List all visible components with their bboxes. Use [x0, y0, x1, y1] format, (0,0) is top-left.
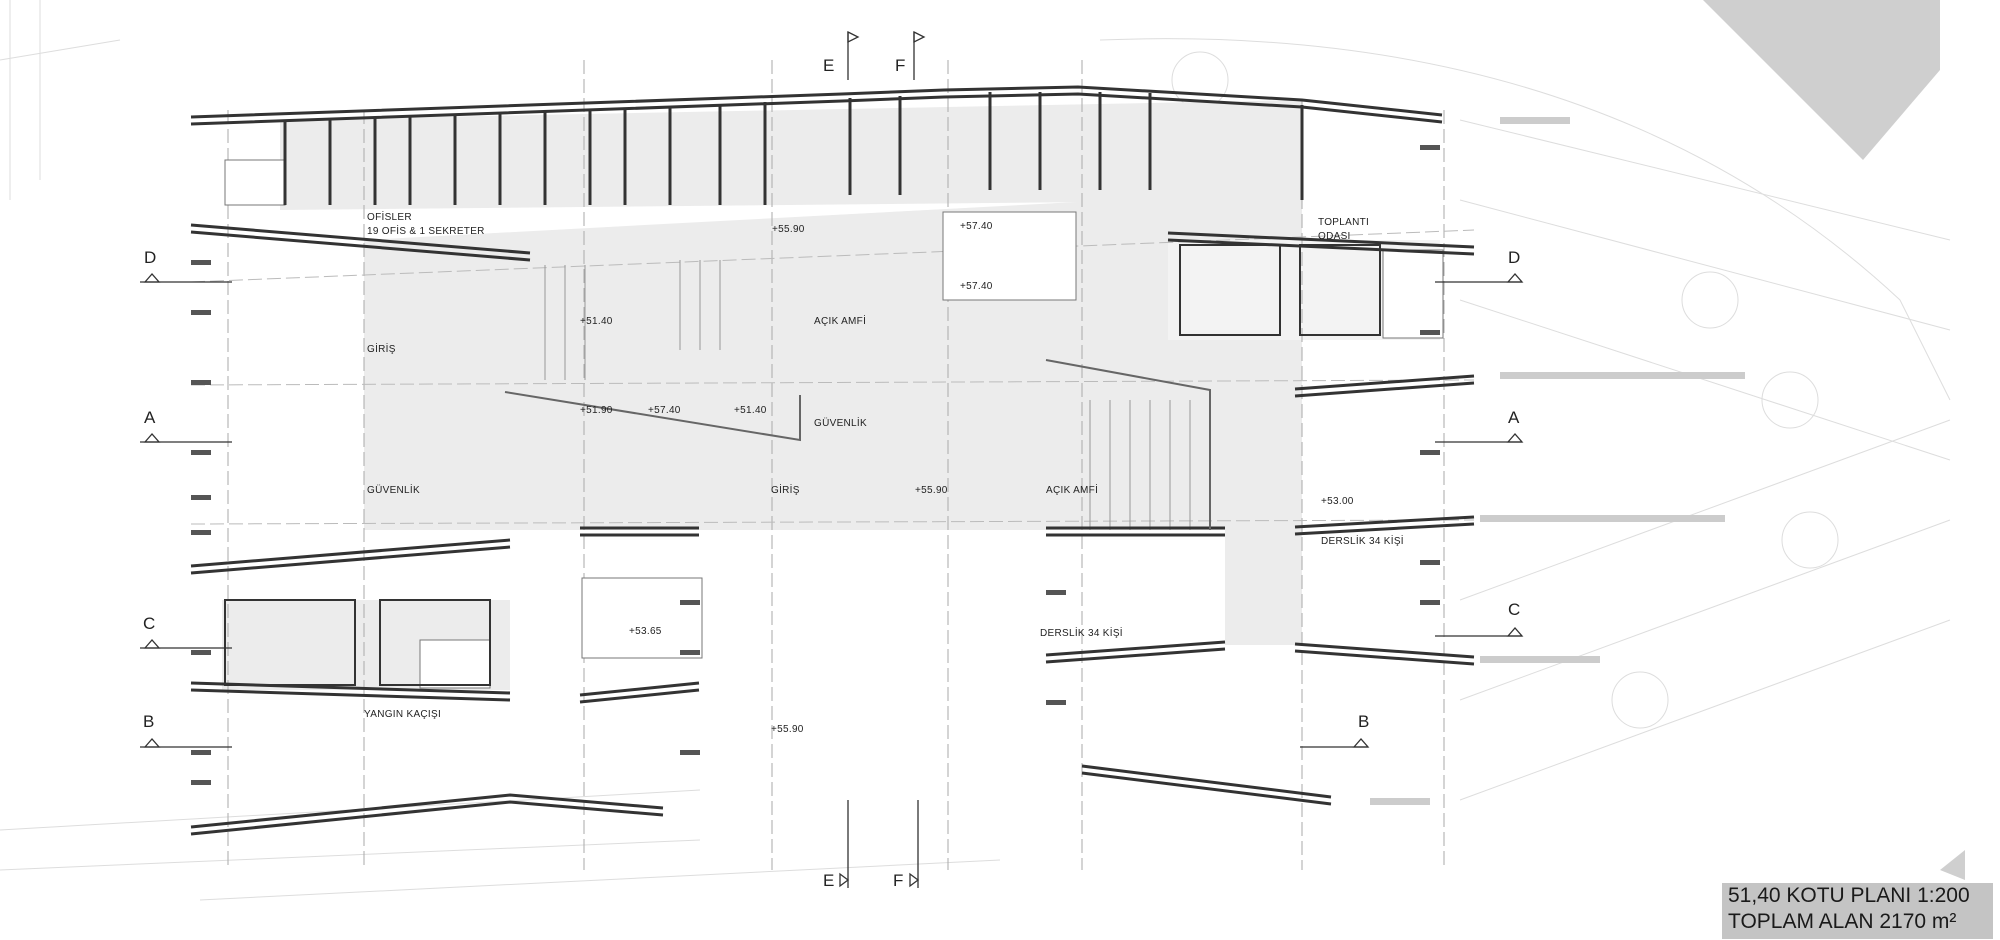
label-security-left: GÜVENLİK — [367, 485, 420, 496]
section-markers — [140, 30, 1524, 888]
north-arrow — [1940, 850, 1965, 880]
label-entrance-center: GİRİŞ — [771, 485, 800, 496]
walls — [190, 85, 1475, 836]
office-partitions — [283, 92, 1304, 205]
section-f-bottom: F — [893, 871, 904, 890]
elevation-mark: +53.65 — [629, 626, 662, 637]
label-open-amphi-lower: AÇIK AMFİ — [1046, 485, 1099, 496]
section-d-right: D — [1508, 248, 1521, 267]
stairs — [224, 159, 1444, 689]
floor-areas — [222, 100, 1440, 690]
amphi-steps — [544, 260, 1191, 530]
plan-total-area: TOPLAM ALAN 2170 m² — [1728, 910, 1957, 933]
label-security-center: GÜVENLİK — [814, 418, 867, 429]
label-open-amphi-upper: AÇIK AMFİ — [814, 316, 867, 327]
section-b-left: B — [143, 712, 155, 731]
label-meeting-room: TOPLANTI — [1318, 217, 1370, 228]
section-a-right: A — [1508, 408, 1520, 427]
elevation-mark: +57.40 — [960, 281, 993, 292]
label-entrance-left: GİRİŞ — [367, 344, 396, 355]
elevation-mark: +57.40 — [960, 221, 993, 232]
label-offices: OFİSLER — [367, 212, 412, 223]
elevation-mark: +51.40 — [734, 405, 767, 416]
elevation-mark: +57.40 — [648, 405, 681, 416]
elevation-mark: +51.40 — [580, 316, 613, 327]
plan-title: 51,40 KOTU PLANI 1:200 — [1728, 884, 1970, 907]
elevation-mark: +53.00 — [1321, 496, 1354, 507]
label-offices-detail: 19 OFİS & 1 SEKRETER — [367, 226, 485, 237]
plan-title-block: 51,40 KOTU PLANI 1:200 TOPLAM ALAN 2170 … — [1722, 883, 1993, 939]
section-c-right: C — [1508, 600, 1521, 619]
label-classroom-right: DERSLİK 34 KİŞİ — [1321, 536, 1404, 547]
elevation-mark: +55.90 — [771, 724, 804, 735]
section-a-left: A — [144, 408, 156, 427]
section-c-left: C — [143, 614, 156, 633]
section-e-top: E — [823, 56, 835, 75]
site-context — [0, 0, 1951, 901]
elevation-mark: +55.90 — [915, 485, 948, 496]
elevation-mark: +55.90 — [772, 224, 805, 235]
elevation-mark: +51.90 — [580, 405, 613, 416]
label-classroom-center: DERSLİK 34 KİŞİ — [1040, 628, 1123, 639]
label-meeting-room-2: ODASI — [1318, 231, 1351, 242]
site-triangle — [1703, 0, 1940, 160]
label-fire-escape: YANGIN KAÇIŞI — [364, 709, 442, 720]
section-b-right: B — [1358, 712, 1370, 731]
section-e-bottom: E — [823, 871, 835, 890]
section-d-left: D — [144, 248, 157, 267]
columns — [191, 117, 1745, 805]
section-f-top: F — [895, 56, 906, 75]
